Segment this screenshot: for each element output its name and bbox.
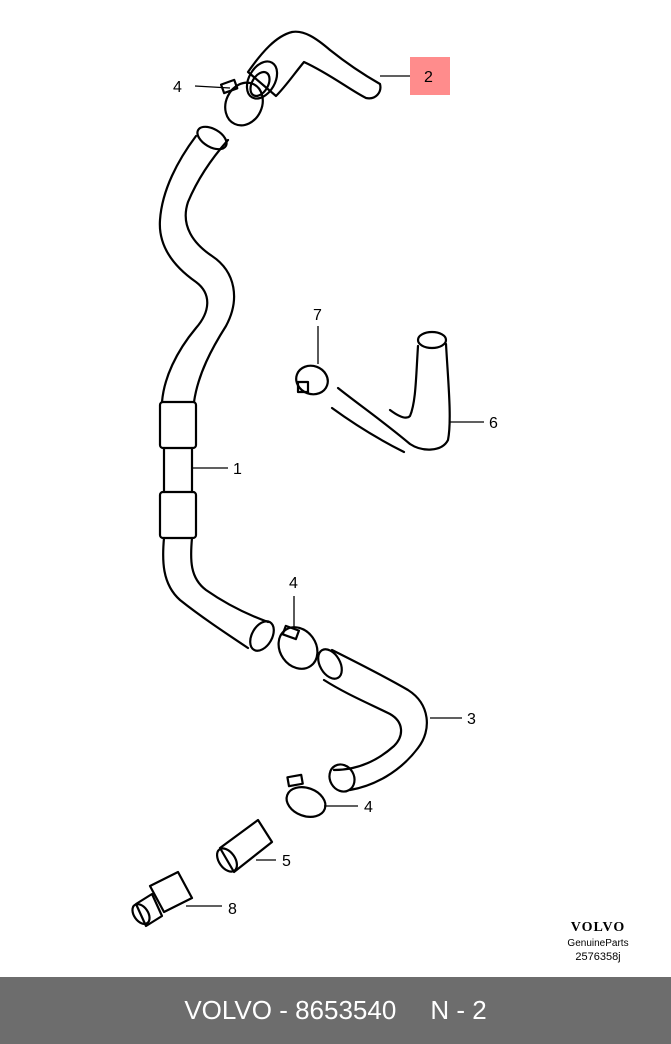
hose-part-2[interactable] [241,30,382,104]
callout-6[interactable]: 6 [489,415,498,432]
callout-4-middle[interactable]: 4 [289,575,298,592]
leader-lines [186,75,484,907]
callout-7[interactable]: 7 [313,307,322,324]
footer-bar: VOLVO - 8653540 N - 2 [0,977,671,1044]
footer-part-number: VOLVO - 8653540 [184,995,397,1025]
diagram-code: 2576358j [575,951,621,963]
brand-block: VOLVO GenuineParts 2576358j [548,920,648,963]
reducer-part-8[interactable] [129,870,194,928]
footer-ref: N - 2 [430,995,487,1025]
callout-8[interactable]: 8 [228,901,237,918]
clamp-part-4-middle[interactable] [271,620,326,677]
hose-part-3[interactable] [313,645,428,796]
hose-part-6[interactable] [330,330,451,454]
highlight-box [410,57,450,95]
parts-diagram: 1 2 3 4 4 4 5 6 7 8 [129,30,498,928]
callout-4-top[interactable]: 4 [173,79,182,96]
connector-part-5[interactable] [213,818,274,875]
clamp-part-4-top[interactable] [218,76,269,131]
callout-1[interactable]: 1 [233,461,242,478]
volvo-logo: VOLVO [570,920,626,935]
callout-4-bottom[interactable]: 4 [364,799,373,816]
callout-2[interactable]: 2 [424,69,433,86]
clamp-part-7[interactable] [292,361,332,398]
brand-subtitle: GenuineParts [567,938,629,949]
hose-part-1[interactable] [158,122,279,655]
clamp-part-4-bottom[interactable] [282,773,329,822]
callout-5[interactable]: 5 [282,853,291,870]
callout-3[interactable]: 3 [467,711,476,728]
